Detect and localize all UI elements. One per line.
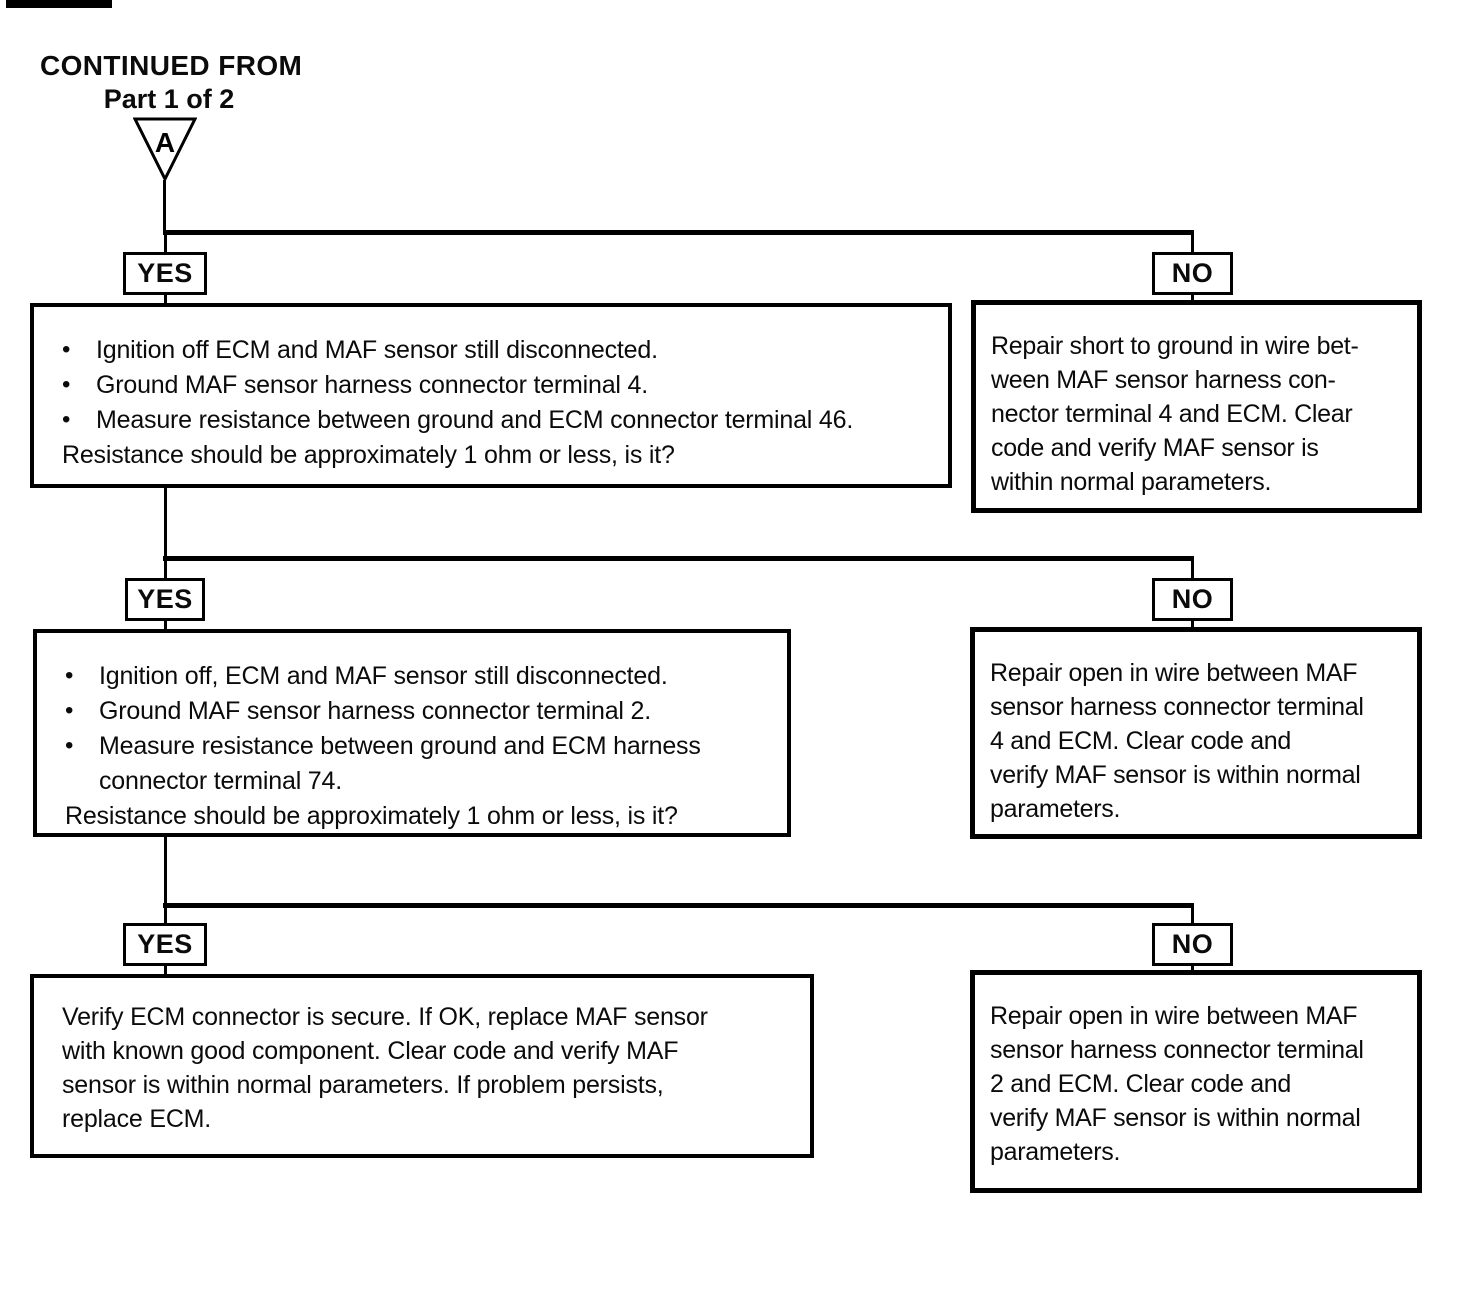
yes-tag-3: YES [123, 923, 207, 966]
branch-line-1 [163, 230, 1194, 235]
yes-action-box-3: Verify ECM connector is secure. If OK, r… [30, 974, 814, 1158]
question-1-bullet-list: Ignition off ECM and MAF sensor still di… [62, 332, 936, 438]
continued-from-label: CONTINUED FROM [40, 50, 303, 81]
question-2-footer: Resistance should be approximately 1 ohm… [65, 802, 678, 830]
question-1-footer: Resistance should be approximately 1 ohm… [62, 441, 675, 469]
bullet-item: Measure resistance between ground and EC… [65, 728, 775, 799]
no-action-box-2: Repair open in wire between MAF sensor h… [970, 627, 1422, 839]
scan-artifact [6, 0, 112, 8]
bullet-item: Ignition off ECM and MAF sensor still di… [62, 332, 936, 368]
yes-tag-1: YES [123, 252, 207, 295]
question-2-bullet-list: Ignition off, ECM and MAF sensor still d… [65, 658, 775, 799]
line-drop-1 [164, 487, 167, 558]
no-tag-1: NO [1152, 252, 1233, 295]
branch-line-2 [163, 556, 1194, 561]
part-label: Part 1 of 2 [103, 84, 235, 114]
no-action-box-3: Repair open in wire between MAF sensor h… [970, 970, 1422, 1193]
connector-a-triangle: A [133, 117, 197, 183]
triangle-shape [133, 117, 197, 183]
bullet-item: Ignition off, ECM and MAF sensor still d… [65, 658, 775, 694]
question-box-2: Ignition off, ECM and MAF sensor still d… [33, 629, 791, 837]
branch-line-3 [163, 903, 1194, 908]
line-a-drop [163, 180, 166, 232]
bullet-item: Measure resistance between ground and EC… [62, 402, 936, 438]
no-tag-3: NO [1152, 923, 1233, 966]
bullet-item: Ground MAF sensor harness connector term… [65, 693, 775, 729]
yes-tag-2: YES [125, 578, 205, 621]
no-tag-2: NO [1152, 578, 1233, 621]
line-drop-2 [164, 836, 167, 906]
bullet-item: Ground MAF sensor harness connector term… [62, 367, 936, 403]
connector-a-label: A [155, 127, 175, 158]
continued-from-header: CONTINUED FROM Part 1 of 2 [40, 50, 303, 115]
no-action-box-1: Repair short to ground in wire bet- ween… [971, 300, 1422, 513]
question-box-1: Ignition off ECM and MAF sensor still di… [30, 303, 952, 488]
